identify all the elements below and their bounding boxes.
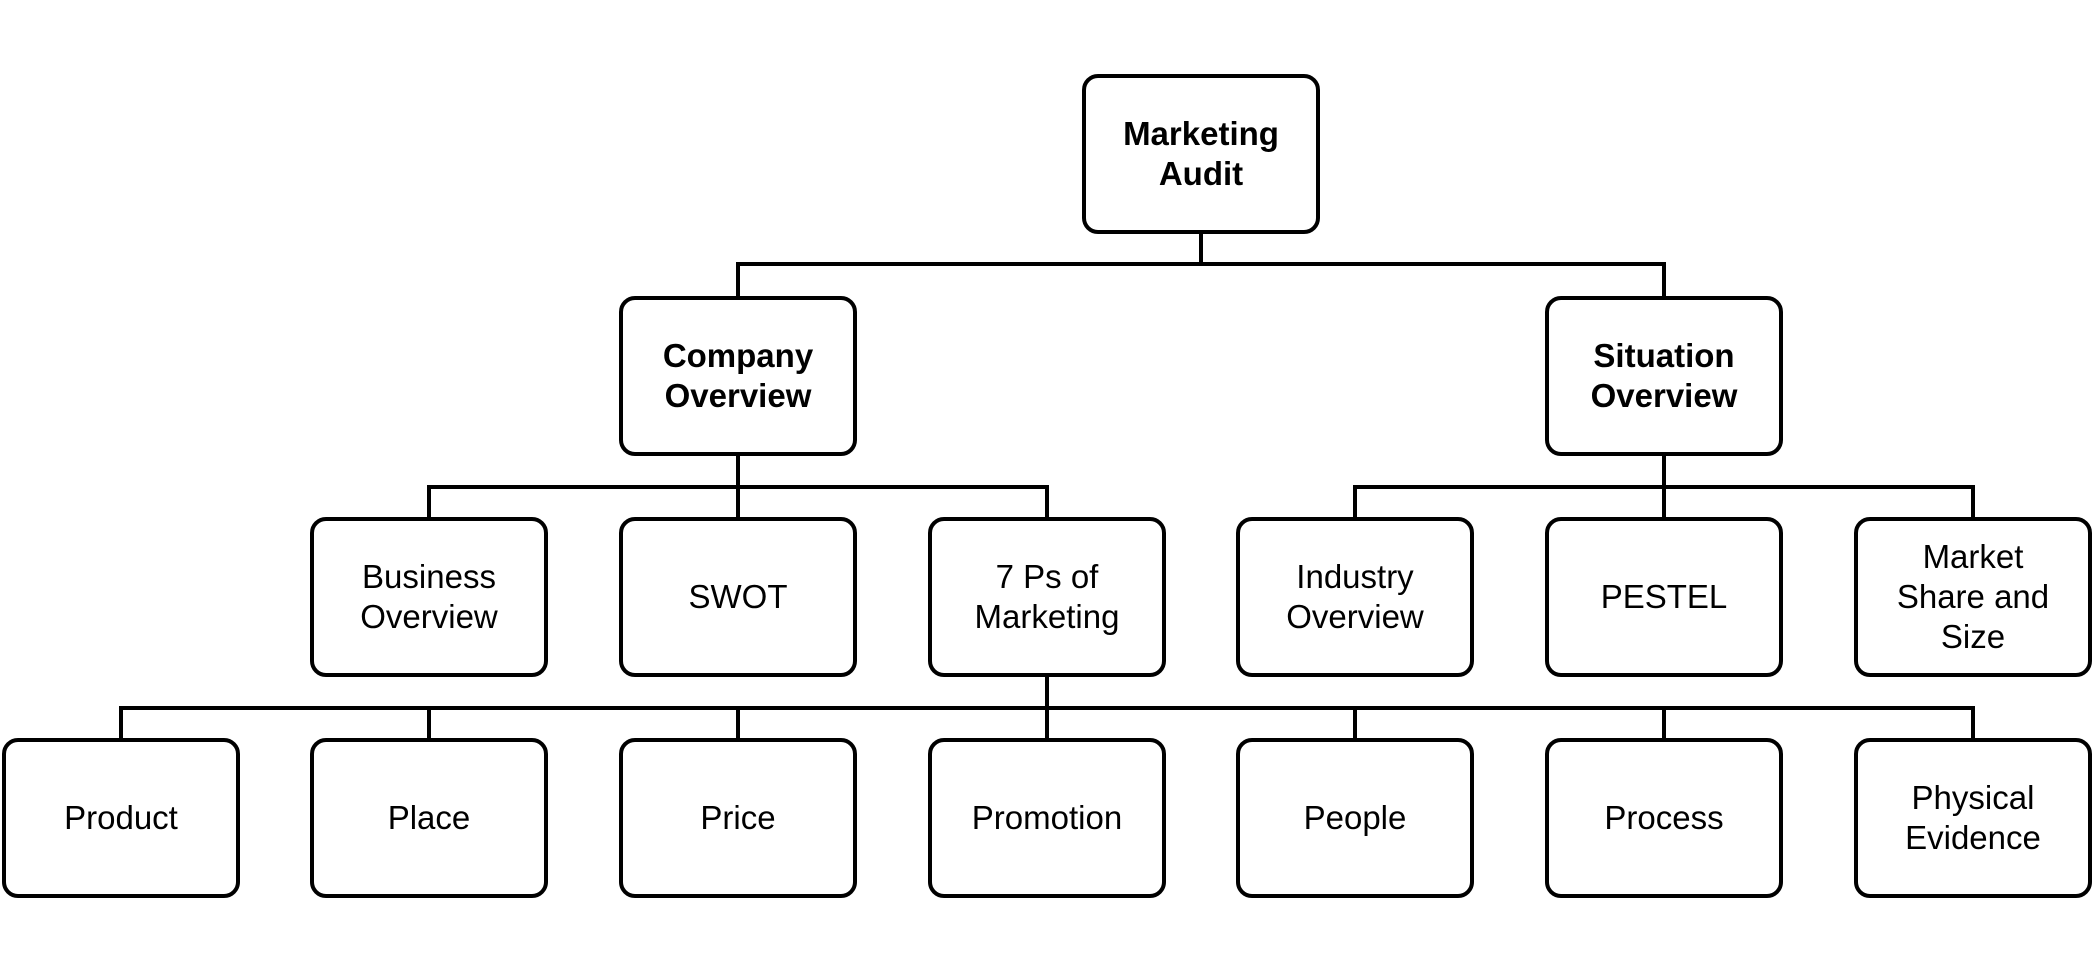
node-marketing-audit: Marketing Audit <box>1082 74 1320 234</box>
node-label: People <box>1303 799 1407 836</box>
node-label: SWOT <box>688 578 788 615</box>
node-process: Process <box>1545 738 1783 898</box>
node-7ps-of-marketing: 7 Ps of Marketing <box>928 517 1166 677</box>
node-place: Place <box>310 738 548 898</box>
node-situation-overview: Situation Overview <box>1545 296 1783 456</box>
node-industry-overview: Industry Overview <box>1236 517 1474 677</box>
node-label: PESTEL <box>1600 578 1728 615</box>
node-label: Market Share and Size <box>1896 538 2050 655</box>
node-label: Business Overview <box>360 558 498 635</box>
node-people: People <box>1236 738 1474 898</box>
node-company-overview: Company Overview <box>619 296 857 456</box>
node-product: Product <box>2 738 240 898</box>
node-label: Place <box>387 799 471 836</box>
node-pestel: PESTEL <box>1545 517 1783 677</box>
node-label: Process <box>1604 799 1724 836</box>
node-business-overview: Business Overview <box>310 517 548 677</box>
node-promotion: Promotion <box>928 738 1166 898</box>
node-label: Company Overview <box>662 337 814 414</box>
node-physical-evidence: Physical Evidence <box>1854 738 2092 898</box>
node-label: Marketing Audit <box>1123 115 1279 192</box>
node-label: Physical Evidence <box>1905 779 2041 856</box>
node-label: Industry Overview <box>1286 558 1424 635</box>
node-label: Product <box>64 799 178 836</box>
node-label: Promotion <box>971 799 1123 836</box>
node-market-share-and-size: Market Share and Size <box>1854 517 2092 677</box>
node-label: 7 Ps of Marketing <box>974 558 1120 635</box>
node-label: Price <box>700 799 776 836</box>
node-price: Price <box>619 738 857 898</box>
node-swot: SWOT <box>619 517 857 677</box>
node-label: Situation Overview <box>1590 337 1738 414</box>
